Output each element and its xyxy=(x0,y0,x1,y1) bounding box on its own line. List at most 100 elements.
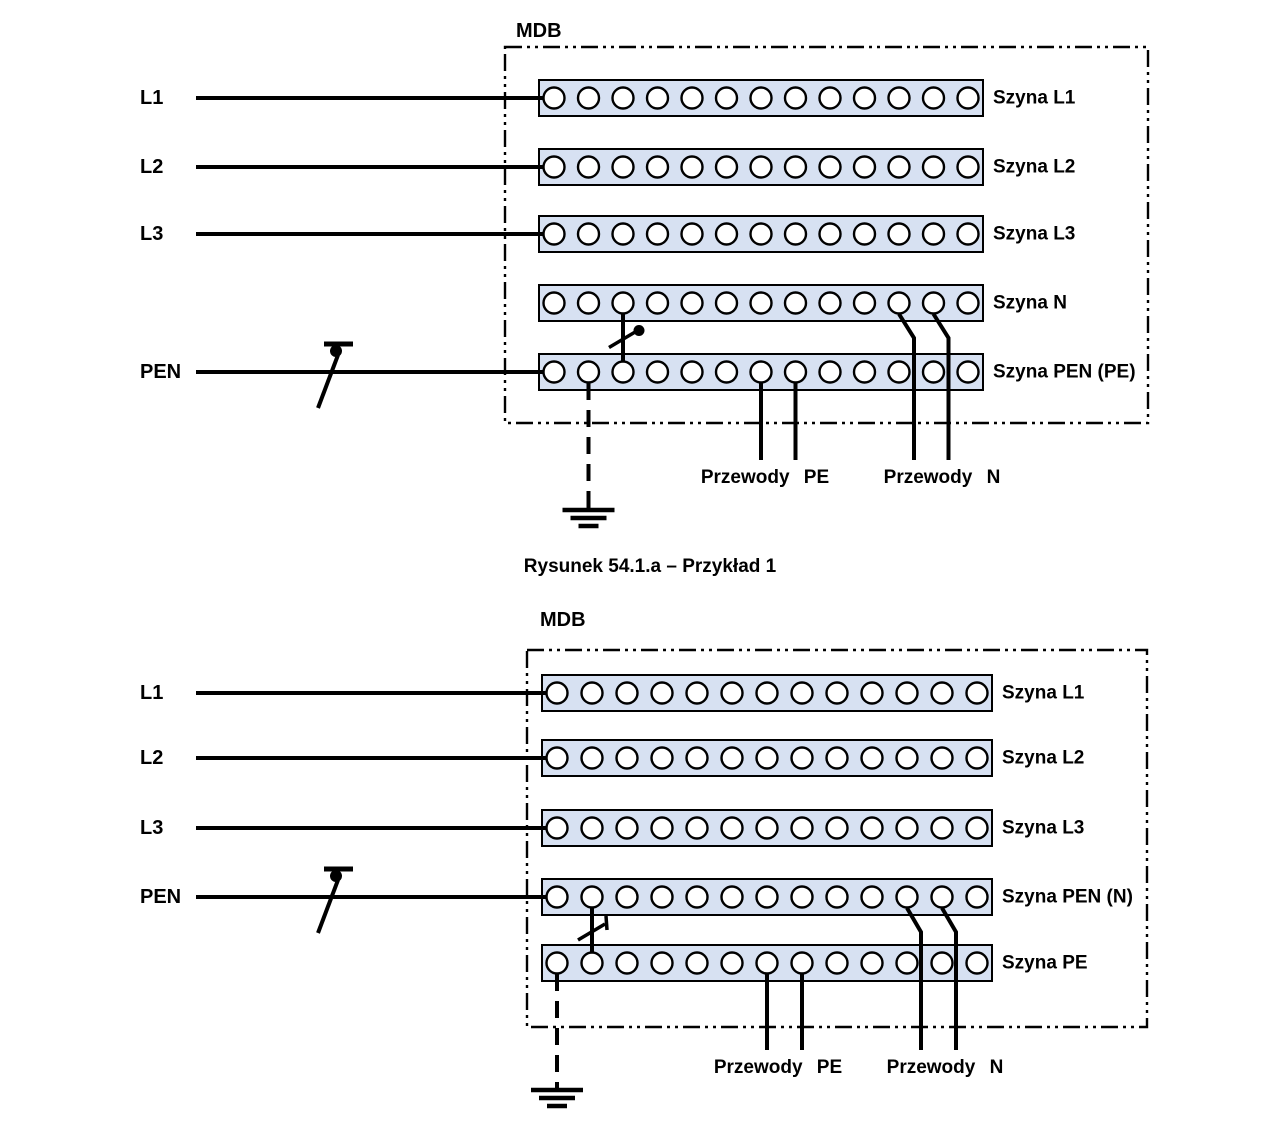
terminal-hole xyxy=(921,360,946,384)
busbar-row-2: Szyna L2 xyxy=(541,739,1084,777)
link-removable-slash-icon xyxy=(577,922,606,942)
pen-disconnect-symbol xyxy=(316,341,353,409)
terminal-hole xyxy=(645,222,670,246)
terminal-hole xyxy=(921,86,946,110)
terminal-hole xyxy=(860,746,884,770)
terminal-hole xyxy=(580,885,604,909)
n-conductor-line xyxy=(931,312,951,460)
terminal-hole xyxy=(818,86,842,110)
terminal-hole xyxy=(852,360,877,384)
terminal-hole xyxy=(921,222,946,246)
terminal-hole xyxy=(895,746,919,770)
figure-caption: Rysunek 54.1.a – Przykład 1 xyxy=(523,556,777,577)
terminal-hole xyxy=(852,86,877,110)
feeder-label: L3 xyxy=(140,223,163,245)
busbar-label: Szyna L1 xyxy=(993,88,1076,109)
terminal-hole xyxy=(825,885,849,909)
pe-conductors-label: Przewody PE xyxy=(701,467,829,488)
terminal-hole xyxy=(818,291,842,315)
terminal-hole xyxy=(749,291,773,315)
busbar-label: Szyna PE xyxy=(1002,953,1088,974)
n-conductor-line xyxy=(897,312,916,460)
terminal-hole xyxy=(542,360,566,384)
terminal-hole xyxy=(545,885,569,909)
busbar-label: Szyna L1 xyxy=(1002,683,1085,704)
terminal-hole xyxy=(720,746,744,770)
terminal-hole xyxy=(887,222,911,246)
terminal-hole xyxy=(576,86,601,110)
terminal-hole xyxy=(714,86,739,110)
feeder-l3: L3 xyxy=(140,223,544,245)
feeder-pen: PEN xyxy=(140,341,544,409)
disconnect-blade-icon xyxy=(316,354,340,409)
terminal-hole xyxy=(685,681,709,705)
terminal-hole xyxy=(615,885,639,909)
terminal-hole xyxy=(720,681,744,705)
feeder-label: PEN xyxy=(140,361,181,383)
terminal-hole xyxy=(714,360,739,384)
terminal-hole xyxy=(720,951,744,975)
terminal-hole xyxy=(783,291,808,315)
n-pe-removable-link xyxy=(608,314,645,361)
terminal-hole xyxy=(611,86,635,110)
terminal-hole xyxy=(783,86,808,110)
terminal-hole xyxy=(956,155,980,179)
terminal-hole xyxy=(930,681,954,705)
pe-conductors: Przewody PE xyxy=(714,974,842,1078)
terminal-hole xyxy=(680,155,704,179)
terminal-hole xyxy=(818,155,842,179)
terminal-hole xyxy=(615,816,639,840)
terminal-hole xyxy=(685,951,709,975)
busbar-row-5: Szyna PEN (PE) xyxy=(538,353,1136,391)
terminal-hole xyxy=(720,885,744,909)
terminal-hole xyxy=(755,816,779,840)
terminal-hole xyxy=(680,86,704,110)
terminal-hole xyxy=(542,155,566,179)
terminal-hole xyxy=(580,746,604,770)
link-dot-icon xyxy=(633,325,645,336)
terminal-hole xyxy=(576,360,601,384)
terminal-hole xyxy=(930,746,954,770)
terminal-hole xyxy=(965,951,989,975)
terminal-hole xyxy=(860,885,884,909)
mdb-label: MDB xyxy=(516,20,562,42)
terminal-hole xyxy=(615,746,639,770)
terminal-hole xyxy=(783,222,808,246)
terminal-hole xyxy=(580,816,604,840)
terminal-hole xyxy=(852,291,877,315)
feeder-l2: L2 xyxy=(140,156,544,178)
feeder-label: PEN xyxy=(140,886,181,908)
terminal-hole xyxy=(790,746,814,770)
busbar-label: Szyna PEN (N) xyxy=(1002,887,1133,908)
terminal-hole xyxy=(749,360,773,384)
terminal-hole xyxy=(645,86,670,110)
terminal-hole xyxy=(921,155,946,179)
earthing-connection xyxy=(562,383,615,529)
terminal-hole xyxy=(545,746,569,770)
terminal-hole xyxy=(720,816,744,840)
terminal-hole xyxy=(749,222,773,246)
terminal-hole xyxy=(818,222,842,246)
feeder-label: L1 xyxy=(140,87,163,109)
terminal-hole xyxy=(749,86,773,110)
terminal-hole xyxy=(755,681,779,705)
feeder-l1: L1 xyxy=(140,87,544,109)
busbar-row-3: Szyna L3 xyxy=(538,215,1075,253)
n-conductors-label: Przewody N xyxy=(884,467,1001,488)
busbar-row-3: Szyna L3 xyxy=(541,809,1084,847)
busbar-label: Szyna L3 xyxy=(1002,818,1084,839)
terminal-hole xyxy=(615,681,639,705)
terminal-hole xyxy=(542,291,566,315)
terminal-hole xyxy=(956,360,980,384)
terminal-hole xyxy=(790,681,814,705)
n-conductors: Przewody N xyxy=(887,906,1003,1078)
terminal-hole xyxy=(611,155,635,179)
terminal-hole xyxy=(921,291,946,315)
feeder-l3: L3 xyxy=(140,817,547,839)
terminal-hole xyxy=(965,681,989,705)
terminal-hole xyxy=(580,681,604,705)
terminal-hole xyxy=(714,222,739,246)
terminal-hole xyxy=(895,816,919,840)
